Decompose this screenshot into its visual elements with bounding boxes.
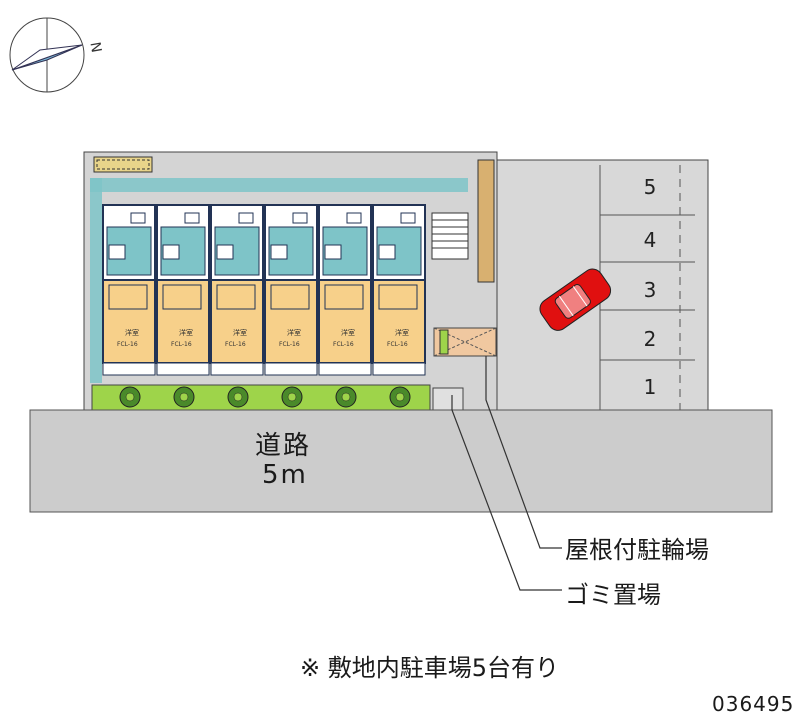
trees bbox=[119, 386, 411, 408]
road-name: 道路 bbox=[255, 431, 312, 461]
apartment-unit: 洋室 FCL-16 bbox=[372, 204, 426, 376]
compass-north-label: N bbox=[86, 41, 104, 54]
bicycle-parking-label: 屋根付駐輪場 bbox=[565, 536, 709, 564]
apartment-unit: 洋室 FCL-16 bbox=[210, 204, 264, 376]
room-type-label: FCL-16 bbox=[225, 341, 246, 348]
gravel-strip bbox=[477, 159, 495, 283]
apartment-units: 洋室 FCL-16 洋室 FCL-16 洋室 FCL-16 洋室 FCL-16 洋室 FCL-16… bbox=[102, 204, 426, 376]
room-label: 洋室 bbox=[233, 328, 247, 337]
parking-slot-1: 1 bbox=[643, 375, 657, 399]
tree-icon bbox=[119, 386, 141, 408]
trash-area bbox=[432, 387, 464, 411]
room-type-label: FCL-16 bbox=[333, 341, 354, 348]
parking-note: ※ 敷地内駐車場5台有り bbox=[300, 654, 560, 682]
road-width: 5m bbox=[262, 460, 308, 490]
hedge-strip bbox=[91, 384, 431, 411]
compass-icon bbox=[9, 17, 85, 93]
apartment-unit: 洋室 FCL-16 bbox=[318, 204, 372, 376]
bike-leader-line bbox=[485, 356, 562, 549]
left-walkway bbox=[90, 178, 102, 383]
trash-area-label: ゴミ置場 bbox=[565, 581, 661, 609]
parking-slot-4: 4 bbox=[643, 228, 657, 252]
property-code: 036495 bbox=[712, 692, 795, 716]
tree-icon bbox=[335, 386, 357, 408]
room-type-label: FCL-16 bbox=[387, 341, 408, 348]
car-icon bbox=[539, 268, 612, 331]
apartment-unit: 洋室 FCL-16 bbox=[264, 204, 318, 376]
top-walkway bbox=[90, 178, 468, 192]
room-type-label: FCL-16 bbox=[117, 341, 138, 348]
room-label: 洋室 bbox=[125, 328, 139, 337]
trash-leader-line bbox=[451, 395, 562, 591]
apartment-unit: 洋室 FCL-16 bbox=[156, 204, 210, 376]
tree-icon bbox=[281, 386, 303, 408]
parking-slot-2: 2 bbox=[643, 327, 657, 351]
parking-slot-3: 3 bbox=[643, 278, 657, 302]
planter-top bbox=[93, 156, 153, 173]
apartment-unit: 洋室 FCL-16 bbox=[102, 204, 156, 376]
room-label: 洋室 bbox=[395, 328, 409, 337]
tree-icon bbox=[227, 386, 249, 408]
room-type-label: FCL-16 bbox=[279, 341, 300, 348]
room-label: 洋室 bbox=[287, 328, 301, 337]
tree-icon bbox=[389, 386, 411, 408]
tree-icon bbox=[173, 386, 195, 408]
road bbox=[29, 409, 773, 513]
room-type-label: FCL-16 bbox=[171, 341, 192, 348]
parking-slot-5: 5 bbox=[643, 175, 657, 199]
room-label: 洋室 bbox=[341, 328, 355, 337]
room-label: 洋室 bbox=[179, 328, 193, 337]
stairs bbox=[431, 212, 469, 260]
